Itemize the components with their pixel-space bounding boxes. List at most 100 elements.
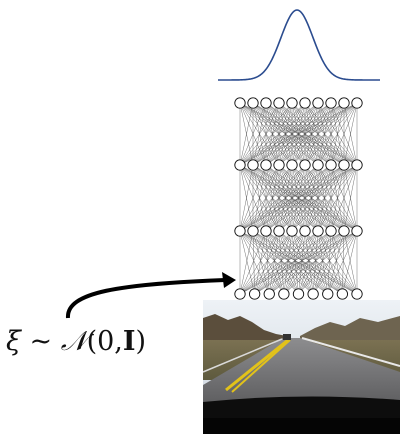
network-edge [252,230,343,295]
network-edge [283,230,332,295]
network-edge [343,102,358,166]
network-edge [312,230,358,295]
network-edge [239,230,299,295]
network-edge [278,230,328,295]
network-edge [283,230,293,295]
network-edge [252,230,285,295]
network-edge [278,164,358,232]
network-neuron [338,159,350,171]
network-neuron [292,288,305,300]
network-edge [239,230,314,295]
network-edge [254,230,267,295]
network-edge [330,230,358,295]
network-neuron [312,225,324,237]
network-edge [330,164,358,232]
network-neuron [312,159,324,171]
network-neuron [299,97,311,109]
network-edge [254,230,293,295]
gaussian-curve [218,9,380,81]
network-edge [343,164,358,232]
network-edge [304,230,358,295]
network-edge [254,230,319,295]
network-edge [239,230,267,295]
network-edge [269,230,345,295]
network-neuron [273,159,285,171]
network-edge [269,230,293,295]
network-neuron [351,159,363,171]
network-edge [239,230,270,295]
network-edge [312,230,319,295]
network-edge [283,230,345,295]
neural-network [234,97,363,300]
network-edge [265,230,358,295]
network-edge [265,230,328,295]
network-neuron [248,288,261,300]
xi-symbol: ξ [6,326,21,357]
network-edge [298,230,345,295]
formula-open: (0, [86,326,123,357]
network-edge [252,230,358,295]
network-edge [239,164,254,232]
network-neuron [325,97,337,109]
network-edge [291,102,358,166]
network-edge [252,230,255,295]
network-edge [239,102,293,166]
network-edge [342,230,358,295]
network-edge [239,102,254,166]
network-edge [304,164,358,232]
network-edge [298,230,358,295]
network-edge [269,230,358,295]
network-edge [265,164,358,232]
network-edge [239,230,280,295]
network-edge [269,230,332,295]
network-edge [265,230,270,295]
network-edge [278,230,314,295]
network-edge [239,102,267,166]
network-edge [330,230,343,295]
network-neuron [286,225,298,237]
network-edge [265,230,343,295]
network-edge [304,230,343,295]
network-neuron [273,97,285,109]
network-edge [342,230,345,295]
identity-symbol: I [122,326,136,357]
normal-dist-symbol: 𝒩 [60,326,87,357]
network-edge [317,230,358,295]
network-edge [239,230,293,295]
network-edge [283,230,319,295]
network-neuron [273,225,285,237]
network-edge [239,230,285,295]
network-edge [278,230,358,295]
network-neuron [351,97,363,109]
network-edge [254,230,358,295]
network-edge [239,164,332,232]
network-edge [239,164,280,232]
network-neuron [286,97,298,109]
network-neuron [299,225,311,237]
network-neuron [338,225,350,237]
network-edge [269,230,306,295]
network-neuron [234,97,246,109]
network-edge [304,230,314,295]
network-edge [239,164,319,232]
network-edge [254,230,280,295]
network-edge [317,230,343,295]
network-neuron [247,97,259,109]
network-edge [239,102,345,166]
network-edge [239,102,306,166]
network-edge [312,230,332,295]
network-edge [265,230,314,295]
network-edge [252,230,270,295]
network-neuron [247,225,259,237]
network-edge [239,230,255,295]
network-edge [239,102,358,166]
network-edge [252,102,358,166]
network-edge [327,230,345,295]
formula-close: ) [135,326,147,357]
network-neuron [286,159,298,171]
road-photo [203,300,400,434]
network-neuron [234,288,246,300]
network-edge [283,230,358,295]
